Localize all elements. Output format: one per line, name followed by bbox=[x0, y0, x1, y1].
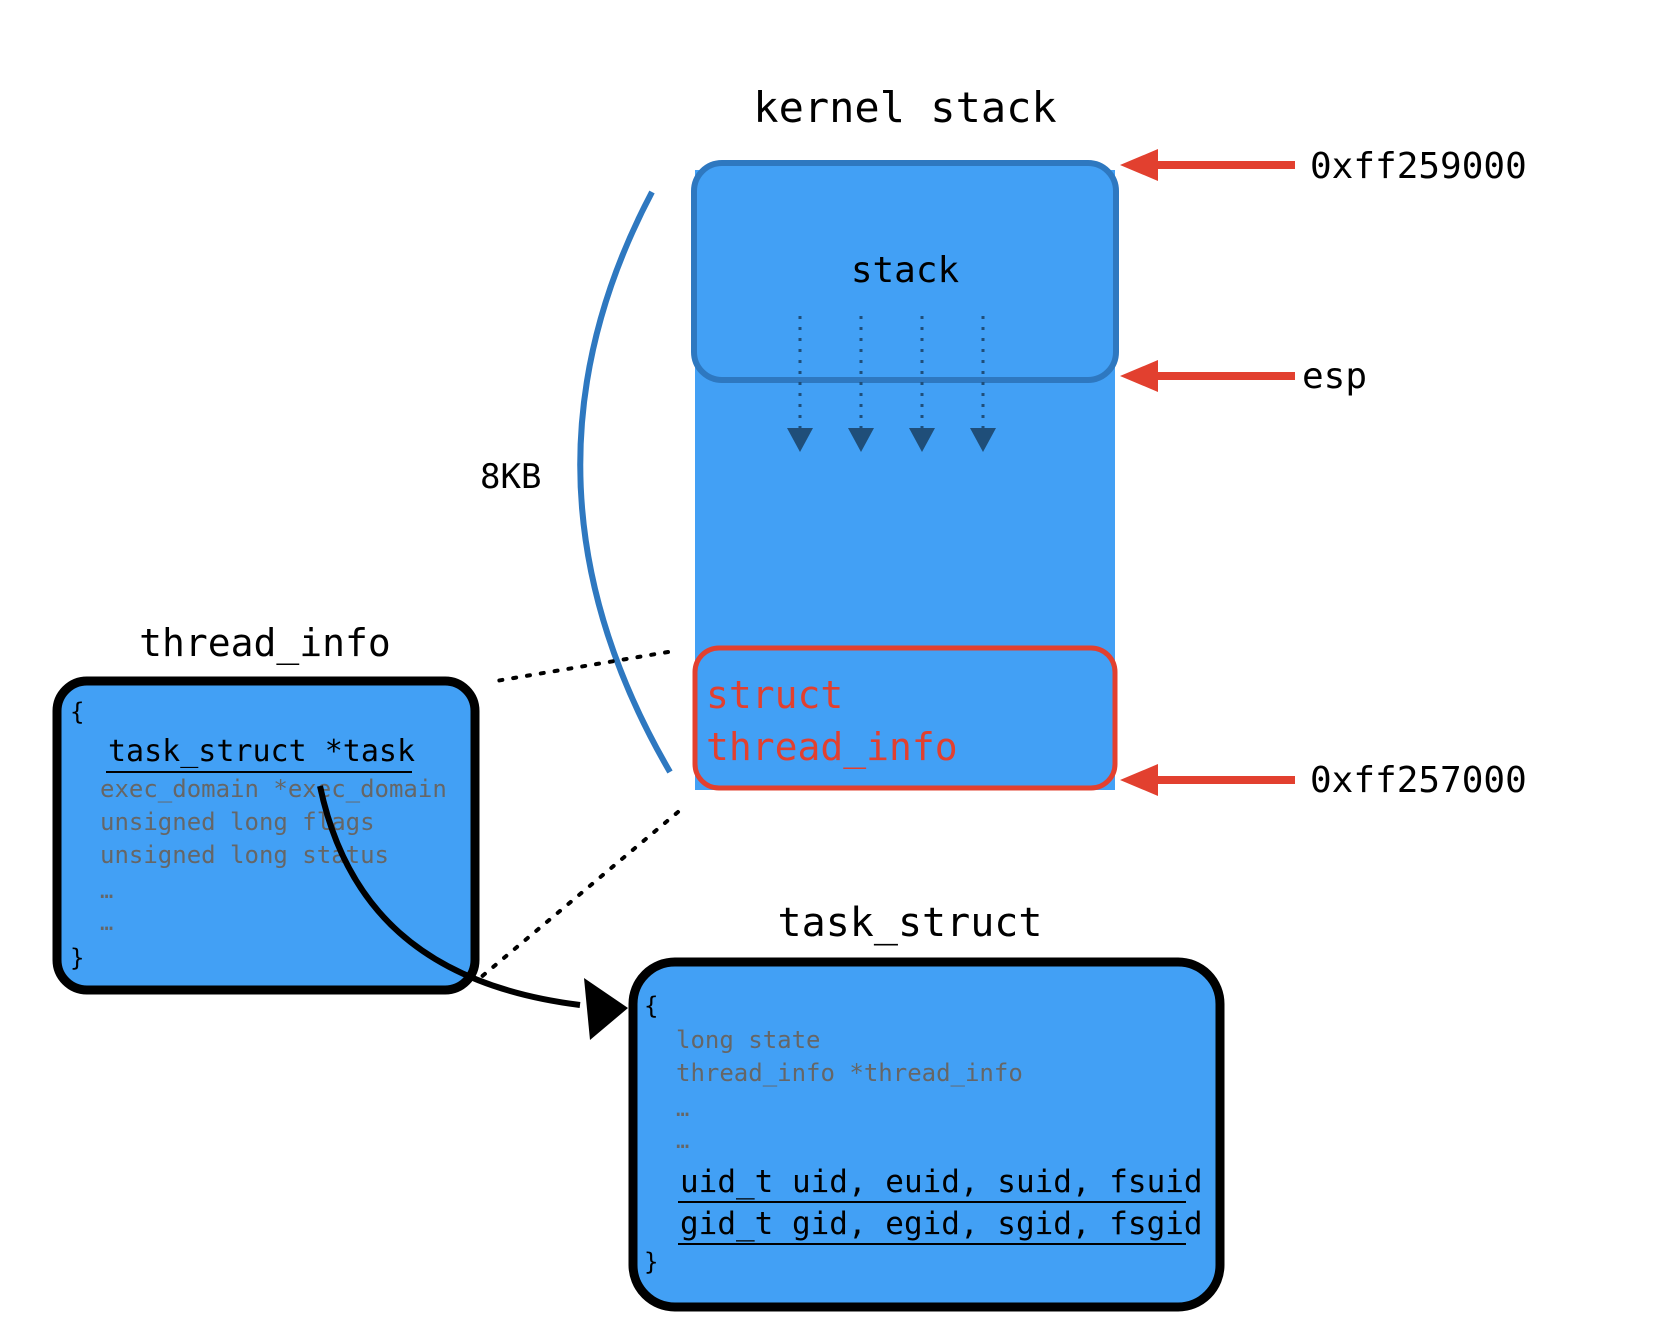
bottom-address-label: 0xff257000 bbox=[1310, 760, 1527, 801]
thread-info-open-brace: { bbox=[70, 698, 84, 726]
size-label: 8KB bbox=[480, 457, 541, 497]
task-struct-close-brace: } bbox=[644, 1248, 658, 1276]
size-brace-arc bbox=[577, 190, 673, 774]
stack-label: stack bbox=[851, 250, 960, 291]
task-pointer-arrow-head bbox=[584, 978, 628, 1040]
kernel-stack-title: kernel stack bbox=[753, 83, 1056, 132]
task-struct-uid-line: uid_t uid, euid, suid, fsuid bbox=[680, 1164, 1203, 1200]
top-address-label: 0xff259000 bbox=[1310, 146, 1527, 187]
struct-label: struct bbox=[706, 673, 843, 717]
thread-info-field: exec_domain *exec_domain bbox=[100, 775, 447, 803]
bottom-arrow-head bbox=[1120, 764, 1158, 796]
stack-region bbox=[691, 160, 1119, 383]
esp-label: esp bbox=[1302, 356, 1367, 397]
thread-info-task-field: task_struct *task bbox=[108, 734, 415, 769]
task-pointer-curve bbox=[317, 785, 581, 1008]
esp-pointer bbox=[1120, 360, 1295, 392]
bottom-address-pointer bbox=[1120, 764, 1295, 796]
task-struct-title: task_struct bbox=[778, 900, 1043, 946]
thread-info-box bbox=[52, 676, 480, 995]
top-address-pointer bbox=[1120, 149, 1295, 181]
task-struct-field: … bbox=[676, 1129, 689, 1154]
task-struct-box bbox=[628, 957, 1225, 1312]
esp-arrow-head bbox=[1120, 360, 1158, 392]
task-struct-field: … bbox=[676, 1097, 689, 1122]
stack-growth-arrows bbox=[798, 316, 985, 428]
task-struct-gid-line: gid_t gid, egid, sgid, fsgid bbox=[680, 1206, 1203, 1242]
arrow-head-4 bbox=[970, 428, 996, 452]
thread-info-title: thread_info bbox=[139, 621, 391, 666]
thread-info-field: … bbox=[100, 879, 113, 904]
thread-info-label: thread_info bbox=[706, 725, 958, 770]
arrow-head-2 bbox=[848, 428, 874, 452]
zoom-line-top bbox=[488, 650, 670, 684]
thread-info-field: … bbox=[100, 911, 113, 936]
arrow-head-3 bbox=[909, 428, 935, 452]
zoom-line-bottom bbox=[478, 810, 680, 980]
thread-info-region bbox=[692, 645, 1118, 791]
top-arrow-head bbox=[1120, 149, 1158, 181]
task-struct-open-brace: { bbox=[644, 992, 658, 1020]
thread-info-close-brace: } bbox=[70, 944, 84, 972]
arrow-head-1 bbox=[787, 428, 813, 452]
growth-arrow-heads bbox=[787, 428, 996, 452]
task-struct-field: thread_info *thread_info bbox=[676, 1059, 1023, 1087]
task-struct-field: long state bbox=[676, 1026, 821, 1054]
